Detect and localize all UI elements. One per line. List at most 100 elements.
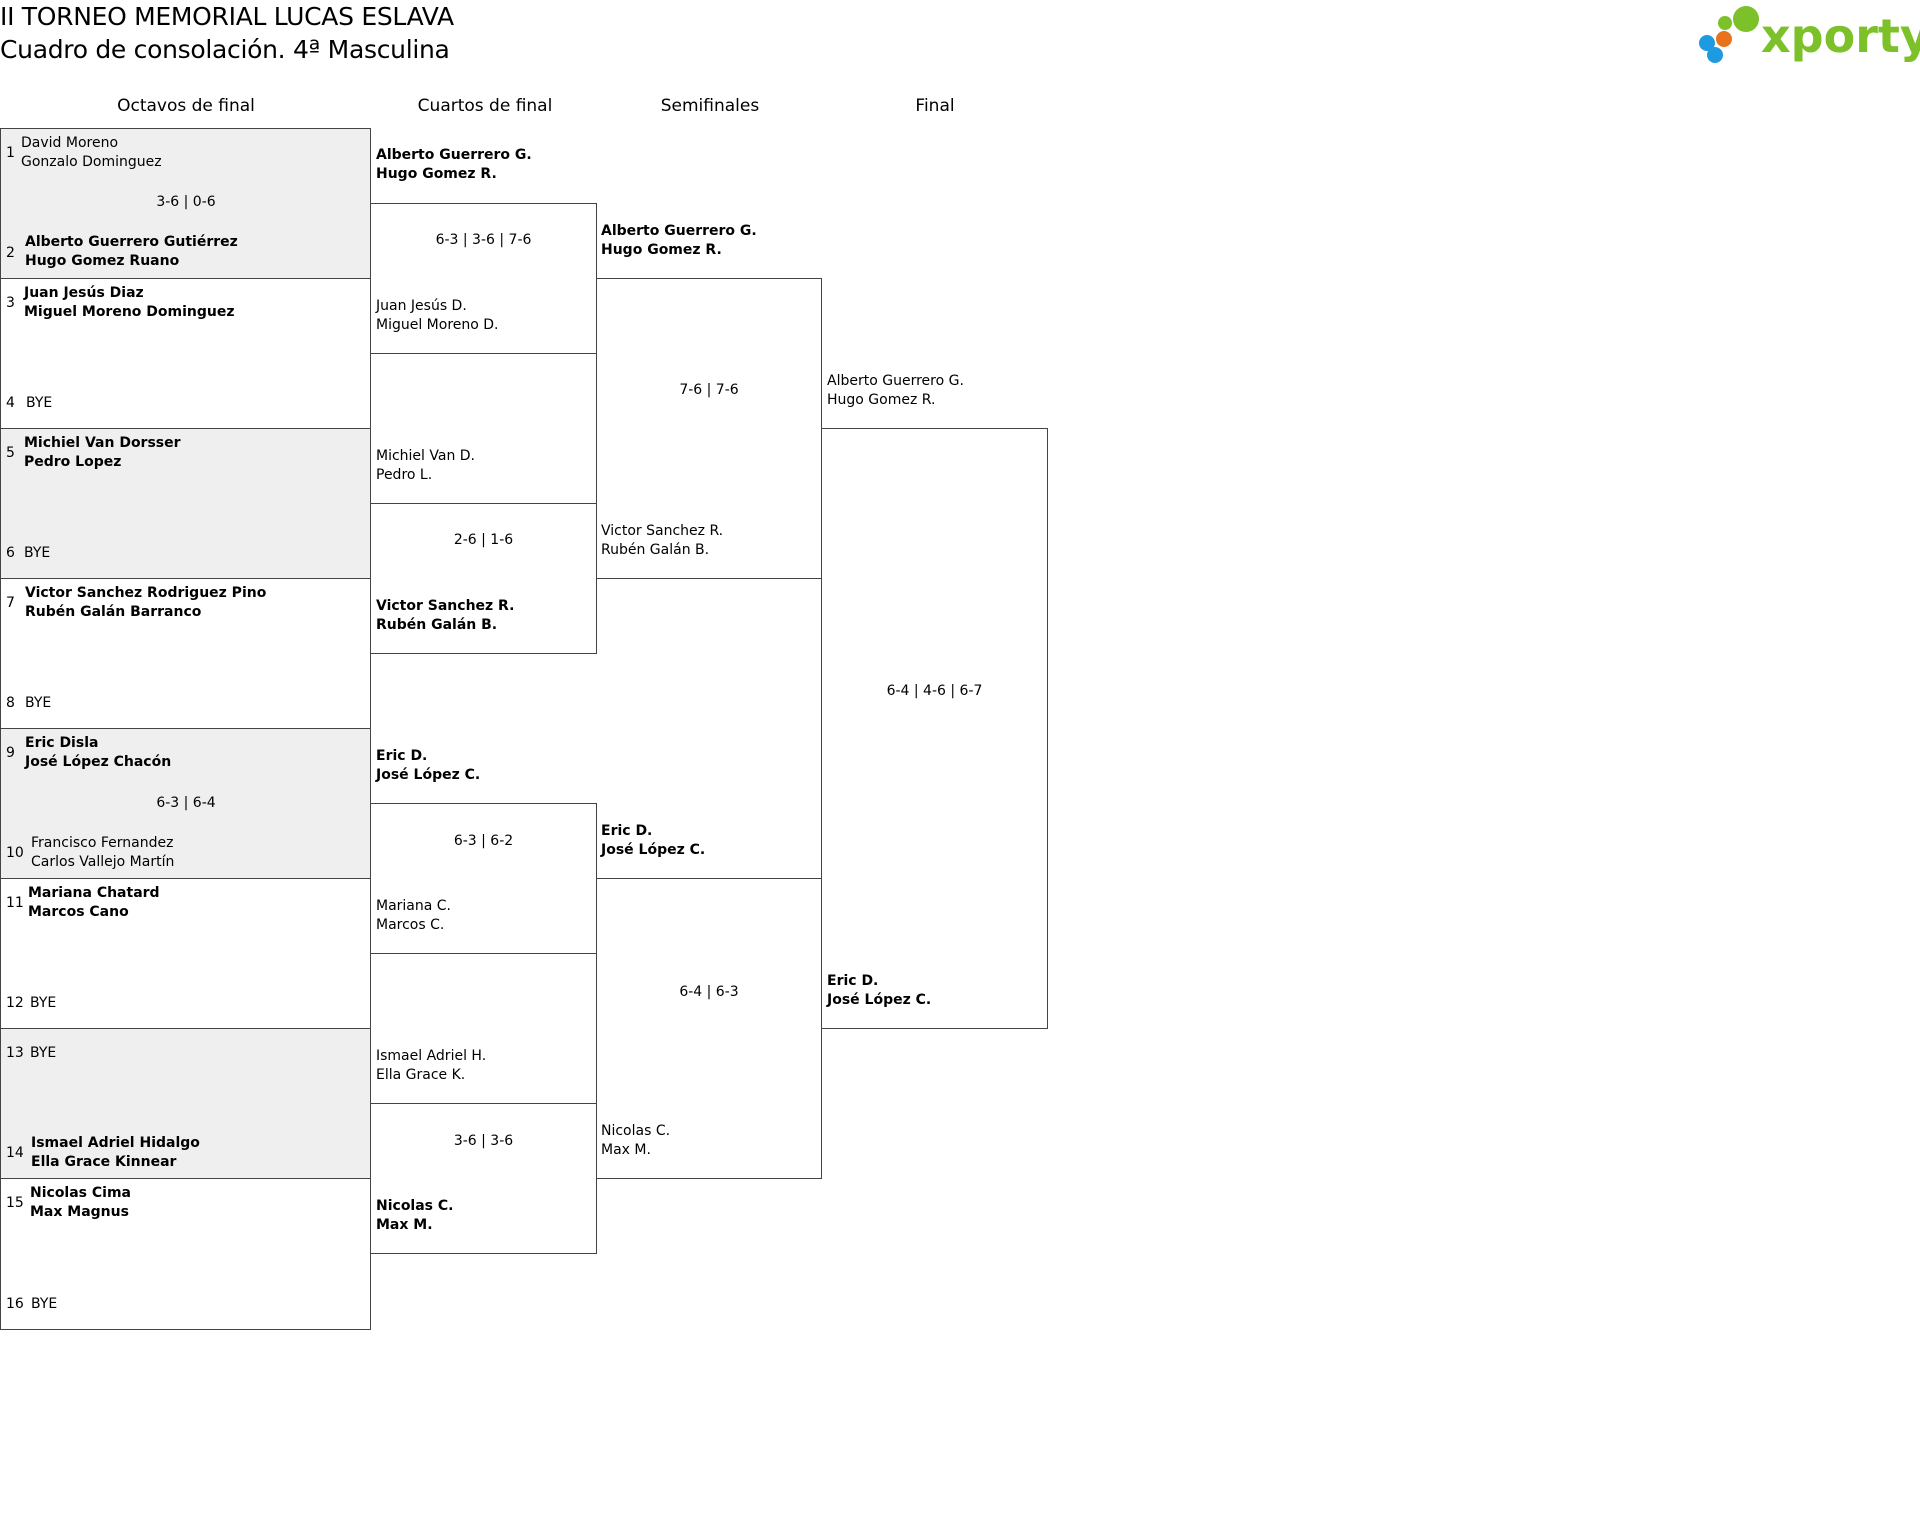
player-name: Francisco Fernandez [31,835,174,851]
seed-number: 10 [6,845,24,861]
player-name: Max M. [601,1142,651,1158]
seed-number: 5 [6,445,15,461]
team-entry-winner: Nicolas Cima Max Magnus [30,1184,131,1222]
r16-match-5 [0,728,371,879]
player-name: José López C. [376,767,481,783]
player-name: Nicolas C. [601,1123,671,1139]
player-name: Mariana C. [376,898,452,914]
player-name: Michiel Van D. [376,448,476,464]
round-header-r16: Octavos de final [117,96,255,116]
player-name: Eric D. [601,823,653,839]
r16-match-7 [0,1028,371,1179]
sf-team: Nicolas C. Max M. [601,1122,670,1160]
player-name: Juan Jesús Diaz [24,285,144,301]
team-entry-winner: Mariana Chatard Marcos Cano [28,884,160,922]
player-name: Rubén Galán B. [601,542,710,558]
brand-wordmark: xporty [1761,9,1920,63]
qf-team: Ismael Adriel H. Ella Grace K. [376,1047,486,1085]
player-name: BYE [30,1045,57,1061]
player-name: Victor Sanchez R. [376,598,515,614]
team-entry-winner: Eric Disla José López Chacón [25,734,171,772]
round-header-final: Final [915,96,955,116]
tournament-title: II TORNEO MEMORIAL LUCAS ESLAVA [0,2,454,31]
player-name: Rubén Galán Barranco [25,604,202,620]
player-name: Hugo Gomez R. [827,392,936,408]
sf-team: Victor Sanchez R. Rubén Galán B. [601,522,723,560]
player-name: Hugo Gomez R. [376,166,497,182]
qf-team: Michiel Van D. Pedro L. [376,447,475,485]
seed-number: 2 [6,245,15,261]
player-name: Miguel Moreno Dominguez [24,304,235,320]
qf-team-winner: Nicolas C. Max M. [376,1197,453,1235]
player-name: Carlos Vallejo Martín [31,854,175,870]
seed-number: 7 [6,595,15,611]
team-entry: Francisco Fernandez Carlos Vallejo Martí… [31,834,174,872]
round-header-qf: Cuartos de final [417,96,553,116]
round-header-sf: Semifinales [660,96,760,116]
qf-team-winner: Eric D. José López C. [376,747,480,785]
team-entry-winner: Michiel Van Dorsser Pedro Lopez [24,434,181,472]
team-entry-winner: Victor Sanchez Rodriguez Pino Rubén Galá… [25,584,266,622]
player-name: Eric Disla [25,735,99,751]
seed-number: 3 [6,295,15,311]
player-name: BYE [26,395,53,411]
seed-number: 13 [6,1045,24,1061]
final-team-winner: Eric D. José López C. [827,972,931,1010]
player-name: Eric D. [827,973,879,989]
seed-number: 9 [6,745,15,761]
final-team: Alberto Guerrero G. Hugo Gomez R. [827,372,964,410]
player-name: Alberto Guerrero G. [601,223,757,239]
bye-entry: BYE [30,1044,56,1063]
player-name: Miguel Moreno D. [376,317,499,333]
player-name: Pedro L. [376,467,433,483]
seed-number: 4 [6,395,15,411]
qf-team-winner: Victor Sanchez R. Rubén Galán B. [376,597,514,635]
player-name: Ismael Adriel H. [376,1048,487,1064]
player-name: Nicolas Cima [30,1185,131,1201]
bye-entry: BYE [24,544,50,563]
match-score: 7-6 | 7-6 [679,382,739,398]
player-name: Pedro Lopez [24,454,122,470]
player-name: Nicolas C. [376,1198,454,1214]
player-name: Ismael Adriel Hidalgo [31,1135,200,1151]
player-name: José López C. [827,992,932,1008]
player-name: Ella Grace K. [376,1067,466,1083]
player-name: Gonzalo Dominguez [21,154,162,170]
seed-number: 12 [6,995,24,1011]
team-entry-winner: Alberto Guerrero Gutiérrez Hugo Gomez Ru… [25,233,238,271]
player-name: Alberto Guerrero G. [827,373,964,389]
sf-team-winner: Alberto Guerrero G. Hugo Gomez R. [601,222,757,260]
bracket-subtitle: Cuadro de consolación. 4ª Masculina [0,35,450,64]
match-score: 6-3 | 6-4 [156,795,216,811]
player-name: Mariana Chatard [28,885,160,901]
final-score: 6-4 | 4-6 | 6-7 [886,683,983,699]
team-entry: David Moreno Gonzalo Dominguez [21,134,162,172]
player-name: Alberto Guerrero G. [376,147,532,163]
player-name: Marcos Cano [28,904,129,920]
match-score: 6-3 | 3-6 | 7-6 [435,232,532,248]
seed-number: 1 [6,145,15,161]
bye-entry: BYE [26,394,52,413]
team-entry-winner: Ismael Adriel Hidalgo Ella Grace Kinnear [31,1134,200,1172]
player-name: José López C. [601,842,706,858]
seed-number: 16 [6,1296,24,1312]
seed-number: 8 [6,695,15,711]
seed-number: 11 [6,895,24,911]
player-name: BYE [24,545,51,561]
bye-entry: BYE [30,994,56,1013]
player-name: José López Chacón [25,754,172,770]
player-name: Max Magnus [30,1204,129,1220]
match-score: 3-6 | 0-6 [156,194,216,210]
xporty-logo-mark: xporty [1699,6,1920,63]
qf-team-winner: Alberto Guerrero G. Hugo Gomez R. [376,146,532,184]
bye-entry: BYE [31,1295,57,1314]
player-name: Max M. [376,1217,433,1233]
match-score: 6-4 | 6-3 [679,984,739,1000]
player-name: Michiel Van Dorsser [24,435,181,451]
r16-match-8 [0,1178,371,1330]
player-name: BYE [30,995,57,1011]
player-name: David Moreno [21,135,119,151]
player-name: Juan Jesús D. [376,298,467,314]
player-name: Hugo Gomez R. [601,242,722,258]
player-name: Ella Grace Kinnear [31,1154,177,1170]
